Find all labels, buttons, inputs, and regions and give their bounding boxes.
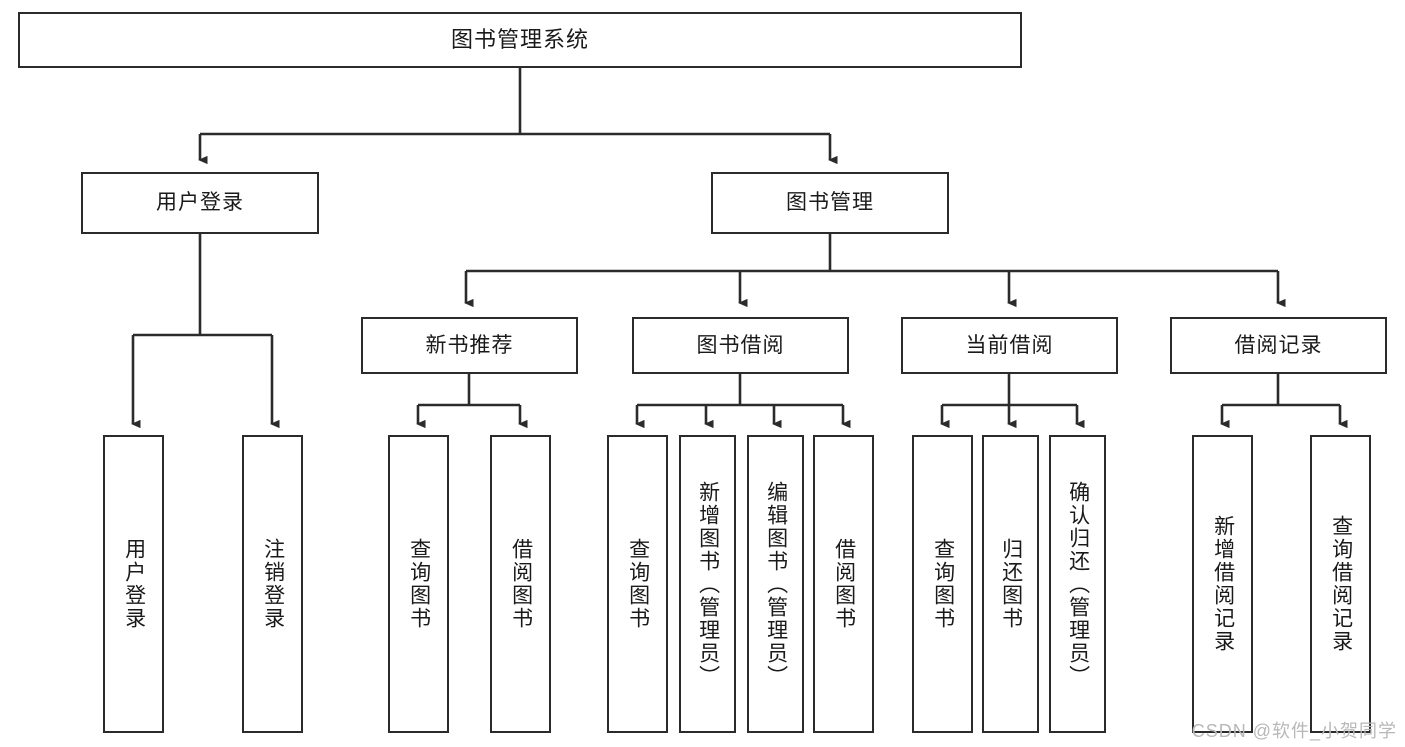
node-leaf-add-book-label: 新增图书（管理员） — [696, 480, 720, 688]
node-leaf-query-book-2[interactable]: 查询图书 — [607, 435, 668, 733]
node-leaf-query-book-1-label: 查询图书 — [407, 538, 431, 630]
node-book-borrow[interactable]: 图书借阅 — [632, 317, 849, 374]
node-leaf-query-record-label: 查询借阅记录 — [1329, 515, 1353, 653]
node-leaf-borrow-book-1[interactable]: 借阅图书 — [490, 435, 551, 733]
node-book-manage[interactable]: 图书管理 — [711, 172, 949, 234]
node-leaf-borrow-book-2[interactable]: 借阅图书 — [813, 435, 874, 733]
node-leaf-query-book-3-label: 查询图书 — [931, 538, 955, 630]
node-book-manage-label: 图书管理 — [786, 191, 874, 215]
node-leaf-user-login-label: 用户登录 — [122, 538, 146, 630]
node-leaf-add-book[interactable]: 新增图书（管理员） — [679, 435, 736, 733]
node-leaf-query-book-3[interactable]: 查询图书 — [912, 435, 973, 733]
node-leaf-edit-book-label: 编辑图书（管理员） — [764, 480, 788, 688]
node-leaf-return-book-label: 归还图书 — [999, 538, 1023, 630]
node-new-book-rec[interactable]: 新书推荐 — [361, 317, 578, 374]
node-leaf-query-book-1[interactable]: 查询图书 — [388, 435, 449, 733]
node-user-login[interactable]: 用户登录 — [81, 172, 319, 234]
node-leaf-query-record[interactable]: 查询借阅记录 — [1310, 435, 1371, 733]
node-borrow-record-label: 借阅记录 — [1234, 333, 1323, 357]
node-root-system[interactable]: 图书管理系统 — [18, 12, 1022, 68]
node-book-borrow-label: 图书借阅 — [696, 333, 785, 357]
node-leaf-edit-book[interactable]: 编辑图书（管理员） — [747, 435, 804, 733]
node-leaf-user-login[interactable]: 用户登录 — [103, 435, 164, 733]
node-leaf-borrow-book-1-label: 借阅图书 — [509, 538, 533, 630]
node-current-borrow[interactable]: 当前借阅 — [901, 317, 1118, 374]
node-leaf-confirm-return-label: 确认归还（管理员） — [1066, 480, 1090, 688]
node-leaf-logout[interactable]: 注销登录 — [242, 435, 303, 733]
node-root-label: 图书管理系统 — [450, 26, 589, 52]
node-leaf-logout-label: 注销登录 — [261, 538, 285, 630]
node-leaf-query-book-2-label: 查询图书 — [626, 538, 650, 630]
node-leaf-add-record[interactable]: 新增借阅记录 — [1192, 435, 1253, 733]
node-borrow-record[interactable]: 借阅记录 — [1170, 317, 1387, 374]
node-new-book-rec-label: 新书推荐 — [425, 333, 514, 357]
node-leaf-add-record-label: 新增借阅记录 — [1211, 515, 1235, 653]
node-leaf-borrow-book-2-label: 借阅图书 — [832, 538, 856, 630]
node-current-borrow-label: 当前借阅 — [965, 333, 1054, 357]
node-leaf-return-book[interactable]: 归还图书 — [982, 435, 1039, 733]
node-leaf-confirm-return[interactable]: 确认归还（管理员） — [1049, 435, 1106, 733]
node-user-login-label: 用户登录 — [156, 191, 244, 215]
